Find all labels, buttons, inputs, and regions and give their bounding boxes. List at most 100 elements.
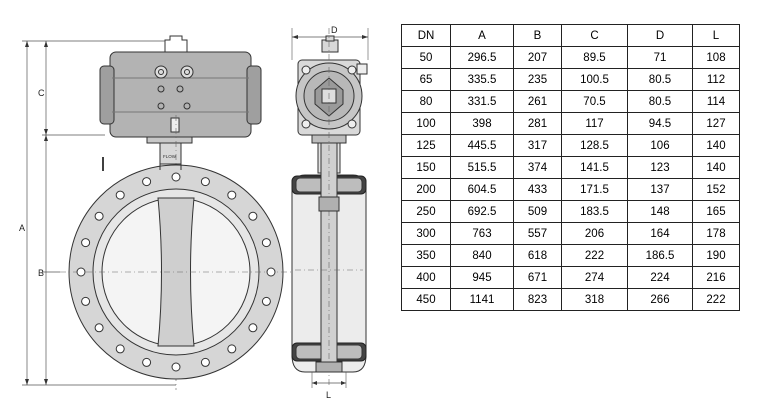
header-b: B <box>513 24 562 47</box>
table-cell: 80 <box>401 90 451 113</box>
dim-l-label: L <box>326 390 331 400</box>
table-cell: 152 <box>692 178 740 201</box>
valve-disc <box>157 197 195 347</box>
table-cell: 71 <box>627 46 693 69</box>
bolt-hole <box>76 267 86 277</box>
bolt-hole <box>142 357 152 367</box>
table-cell: 200 <box>401 178 451 201</box>
bolt-hole <box>115 190 125 200</box>
table-cell: 266 <box>627 288 693 311</box>
bolt-holes <box>76 172 276 372</box>
flow-mark: FLOW <box>163 154 177 159</box>
table-cell: 186.5 <box>627 244 693 267</box>
table-cell: 80.5 <box>627 68 693 91</box>
table-cell: 128.5 <box>561 134 628 157</box>
table-cell: 763 <box>450 222 514 245</box>
table-cell: 150 <box>401 156 451 179</box>
table-cell: 557 <box>513 222 562 245</box>
table-cell: 281 <box>513 112 562 135</box>
dim-d-label: D <box>331 25 338 35</box>
table-cell: 250 <box>401 200 451 223</box>
table-cell: 224 <box>627 266 693 289</box>
actuator-bracket <box>164 35 188 52</box>
table-cell: 171.5 <box>561 178 628 201</box>
bolt-hole <box>227 190 237 200</box>
table-cell: 331.5 <box>450 90 514 113</box>
table-cell: 140 <box>692 156 740 179</box>
header-dn: DN <box>401 24 451 47</box>
bolt-hole <box>94 211 104 221</box>
actuator-endcap-right <box>246 65 262 125</box>
table-cell: 318 <box>561 288 628 311</box>
table-cell: 108 <box>692 46 740 69</box>
table-cell: 117 <box>561 112 628 135</box>
table-cell: 165 <box>692 200 740 223</box>
table-cell: 140 <box>692 134 740 157</box>
table-cell: 274 <box>561 266 628 289</box>
bolt-hole <box>200 177 210 187</box>
bolt-hole <box>171 172 181 182</box>
dim-b-label: B <box>38 268 44 278</box>
table-cell: 235 <box>513 68 562 91</box>
table-cell: 50 <box>401 46 451 69</box>
table-cell: 400 <box>401 266 451 289</box>
table-cell: 190 <box>692 244 740 267</box>
table-cell: 112 <box>692 68 740 91</box>
table-cell: 335.5 <box>450 68 514 91</box>
table-cell: 222 <box>561 244 628 267</box>
table-cell: 100 <box>401 112 451 135</box>
actuator-body <box>109 51 252 138</box>
table-cell: 515.5 <box>450 156 514 179</box>
table-cell: 164 <box>627 222 693 245</box>
bolt-hole <box>142 177 152 187</box>
table-cell: 216 <box>692 266 740 289</box>
table-cell: 261 <box>513 90 562 113</box>
bolt-hole <box>248 323 258 333</box>
header-l: L <box>692 24 740 47</box>
actuator-endcap-left <box>99 65 115 125</box>
table-cell: 148 <box>627 200 693 223</box>
table-cell: 604.5 <box>450 178 514 201</box>
table-cell: 70.5 <box>561 90 628 113</box>
table-cell: 317 <box>513 134 562 157</box>
bolt-hole <box>261 238 271 248</box>
table-cell: 823 <box>513 288 562 311</box>
table-cell: 222 <box>692 288 740 311</box>
table-cell: 296.5 <box>450 46 514 69</box>
header-a: A <box>450 24 514 47</box>
bolt-hole <box>81 296 91 306</box>
table-cell: 445.5 <box>450 134 514 157</box>
table-cell: 123 <box>627 156 693 179</box>
table-cell: 65 <box>401 68 451 91</box>
table-header-row: DN A B C D L <box>401 24 740 47</box>
bolt-hole <box>94 323 104 333</box>
table-cell: 183.5 <box>561 200 628 223</box>
bolt-hole <box>115 344 125 354</box>
bolt-hole <box>81 238 91 248</box>
table-cell: 141.5 <box>561 156 628 179</box>
table-cell: 300 <box>401 222 451 245</box>
table-cell: 840 <box>450 244 514 267</box>
table-cell: 137 <box>627 178 693 201</box>
table-cell: 350 <box>401 244 451 267</box>
table-cell: 206 <box>561 222 628 245</box>
table-cell: 89.5 <box>561 46 628 69</box>
table-cell: 374 <box>513 156 562 179</box>
bolt-hole <box>261 296 271 306</box>
table-cell: 125 <box>401 134 451 157</box>
bolt-hole <box>266 267 276 277</box>
table-cell: 398 <box>450 112 514 135</box>
table-cell: 671 <box>513 266 562 289</box>
table-cell: 618 <box>513 244 562 267</box>
